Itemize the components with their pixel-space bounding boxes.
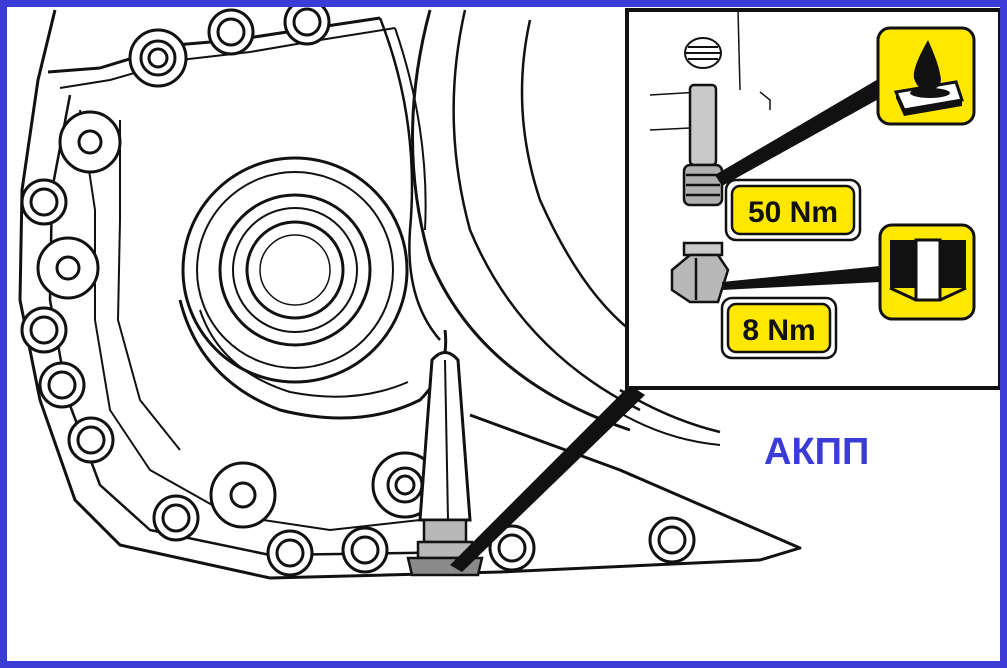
leader-to-sealant xyxy=(715,78,884,186)
torque-label-8: 8 Nm xyxy=(720,296,838,360)
diagram-title: АКПП xyxy=(764,431,869,473)
flange-bolts xyxy=(36,28,439,529)
leader-to-washer xyxy=(722,266,880,290)
torque-value-8: 8 Nm xyxy=(742,314,815,347)
torque-value-50: 50 Nm xyxy=(748,196,838,229)
bearing-hub xyxy=(178,156,448,420)
long-bolt xyxy=(682,83,724,207)
detail-inset: 50 Nm 8 Nm xyxy=(625,8,1000,390)
oil-drop-sealant-icon xyxy=(876,26,976,126)
hex-bolts xyxy=(20,7,696,577)
washer-gasket-icon xyxy=(878,223,976,321)
leader-line xyxy=(450,385,645,572)
torque-label-50: 50 Nm xyxy=(724,178,862,242)
stud-thread-top xyxy=(684,37,722,69)
